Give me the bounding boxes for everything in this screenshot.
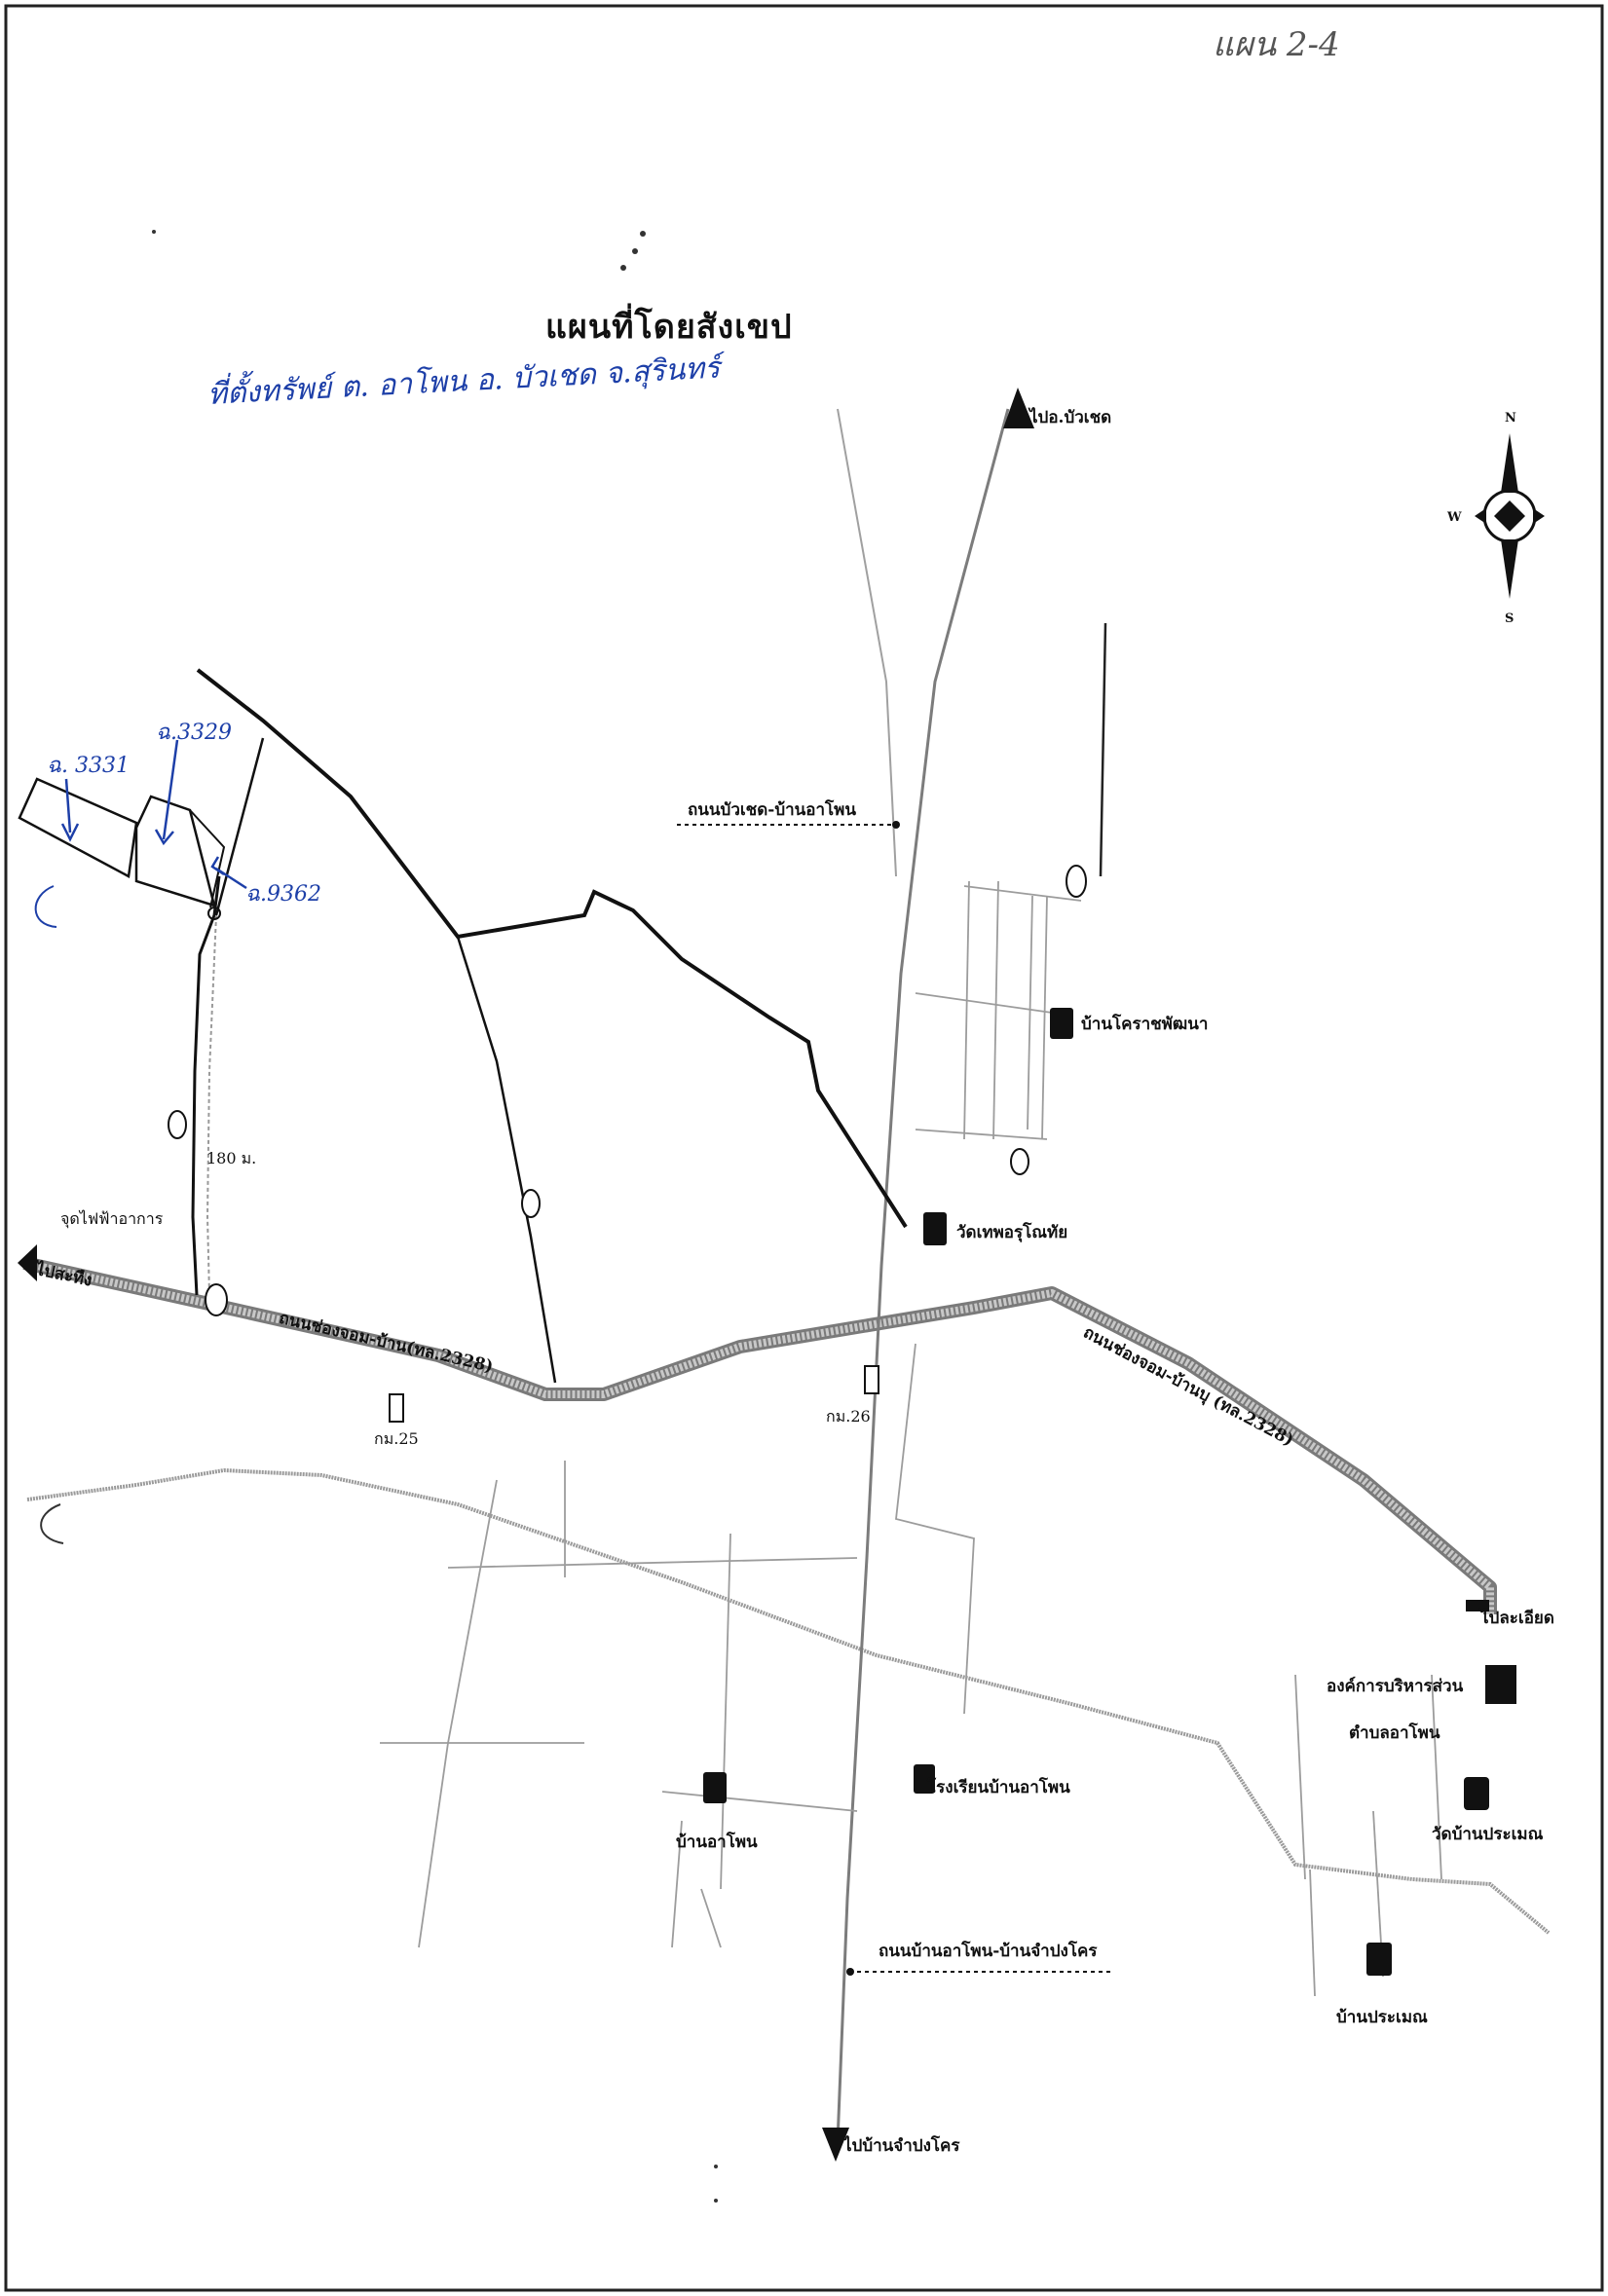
compass-south-label: S [1505, 611, 1515, 626]
road-to-property [191, 875, 221, 1296]
map-title: แผนที่โดยสังเขป [545, 308, 793, 347]
compass-rose [1475, 433, 1545, 599]
arrow-south [822, 2128, 849, 2162]
village-grid-north [915, 880, 1082, 1140]
parcel-3331 [18, 777, 138, 878]
arrow-west [18, 1244, 37, 1281]
label-temple-prasam: วัดบ้านประเมณ [1432, 1825, 1544, 1844]
sheet-label: แผน 2-4 [1213, 25, 1340, 64]
parcel-label-3331: ฉ. 3331 [47, 754, 130, 778]
road-north-south [836, 408, 1010, 2143]
boundary-north [196, 668, 908, 1229]
label-to-bua-chet: ไปอ.บัวเชด [1029, 408, 1112, 427]
label-km26: กม.26 [826, 1407, 871, 1426]
compass-north-label: N [1505, 411, 1516, 426]
road-lower-hatched [26, 1467, 1551, 1935]
label-to-south: ไปบ้านจำปงโคร [843, 2136, 960, 2156]
label-village-korat: บ้านโคราชพัฒนา [1081, 1015, 1209, 1034]
label-power-pole: จุดไฟฟ้าอาการ [60, 1209, 164, 1228]
label-km25: กม.25 [374, 1429, 419, 1448]
label-village-aphon: บ้านอาโพน [676, 1833, 758, 1852]
label-road-buachet-aphon: ถนนบัวเชด-บ้านอาโพน [688, 800, 856, 820]
page-border [4, 4, 1604, 2292]
village-grid-south [380, 1343, 1442, 1997]
label-tao-office-1: องค์การบริหารส่วน [1327, 1677, 1464, 1696]
label-to-right: ไปละเอียด [1480, 1609, 1554, 1628]
label-temple-thephrom: วัดเทพอรุโณทัย [956, 1223, 1068, 1242]
arrow-north [1003, 388, 1034, 428]
compass-west-label: W [1447, 510, 1462, 525]
label-school-aphon: โรงเรียนบ้านอาโพน [927, 1778, 1070, 1797]
parcel-label-9362: ฉ.9362 [245, 882, 321, 907]
parcel-label-3329: ฉ.3329 [156, 721, 232, 745]
label-tao-office-2: ตำบลอาโพน [1349, 1723, 1440, 1743]
label-village-prasam: บ้านประเมณ [1336, 2008, 1428, 2027]
label-distance: 180 ม. [206, 1149, 257, 1167]
label-road-aphon-chamrong: ถนนบ้านอาโพน-บ้านจำปงโคร [879, 1942, 1098, 1961]
parcel-3329 [134, 795, 216, 907]
